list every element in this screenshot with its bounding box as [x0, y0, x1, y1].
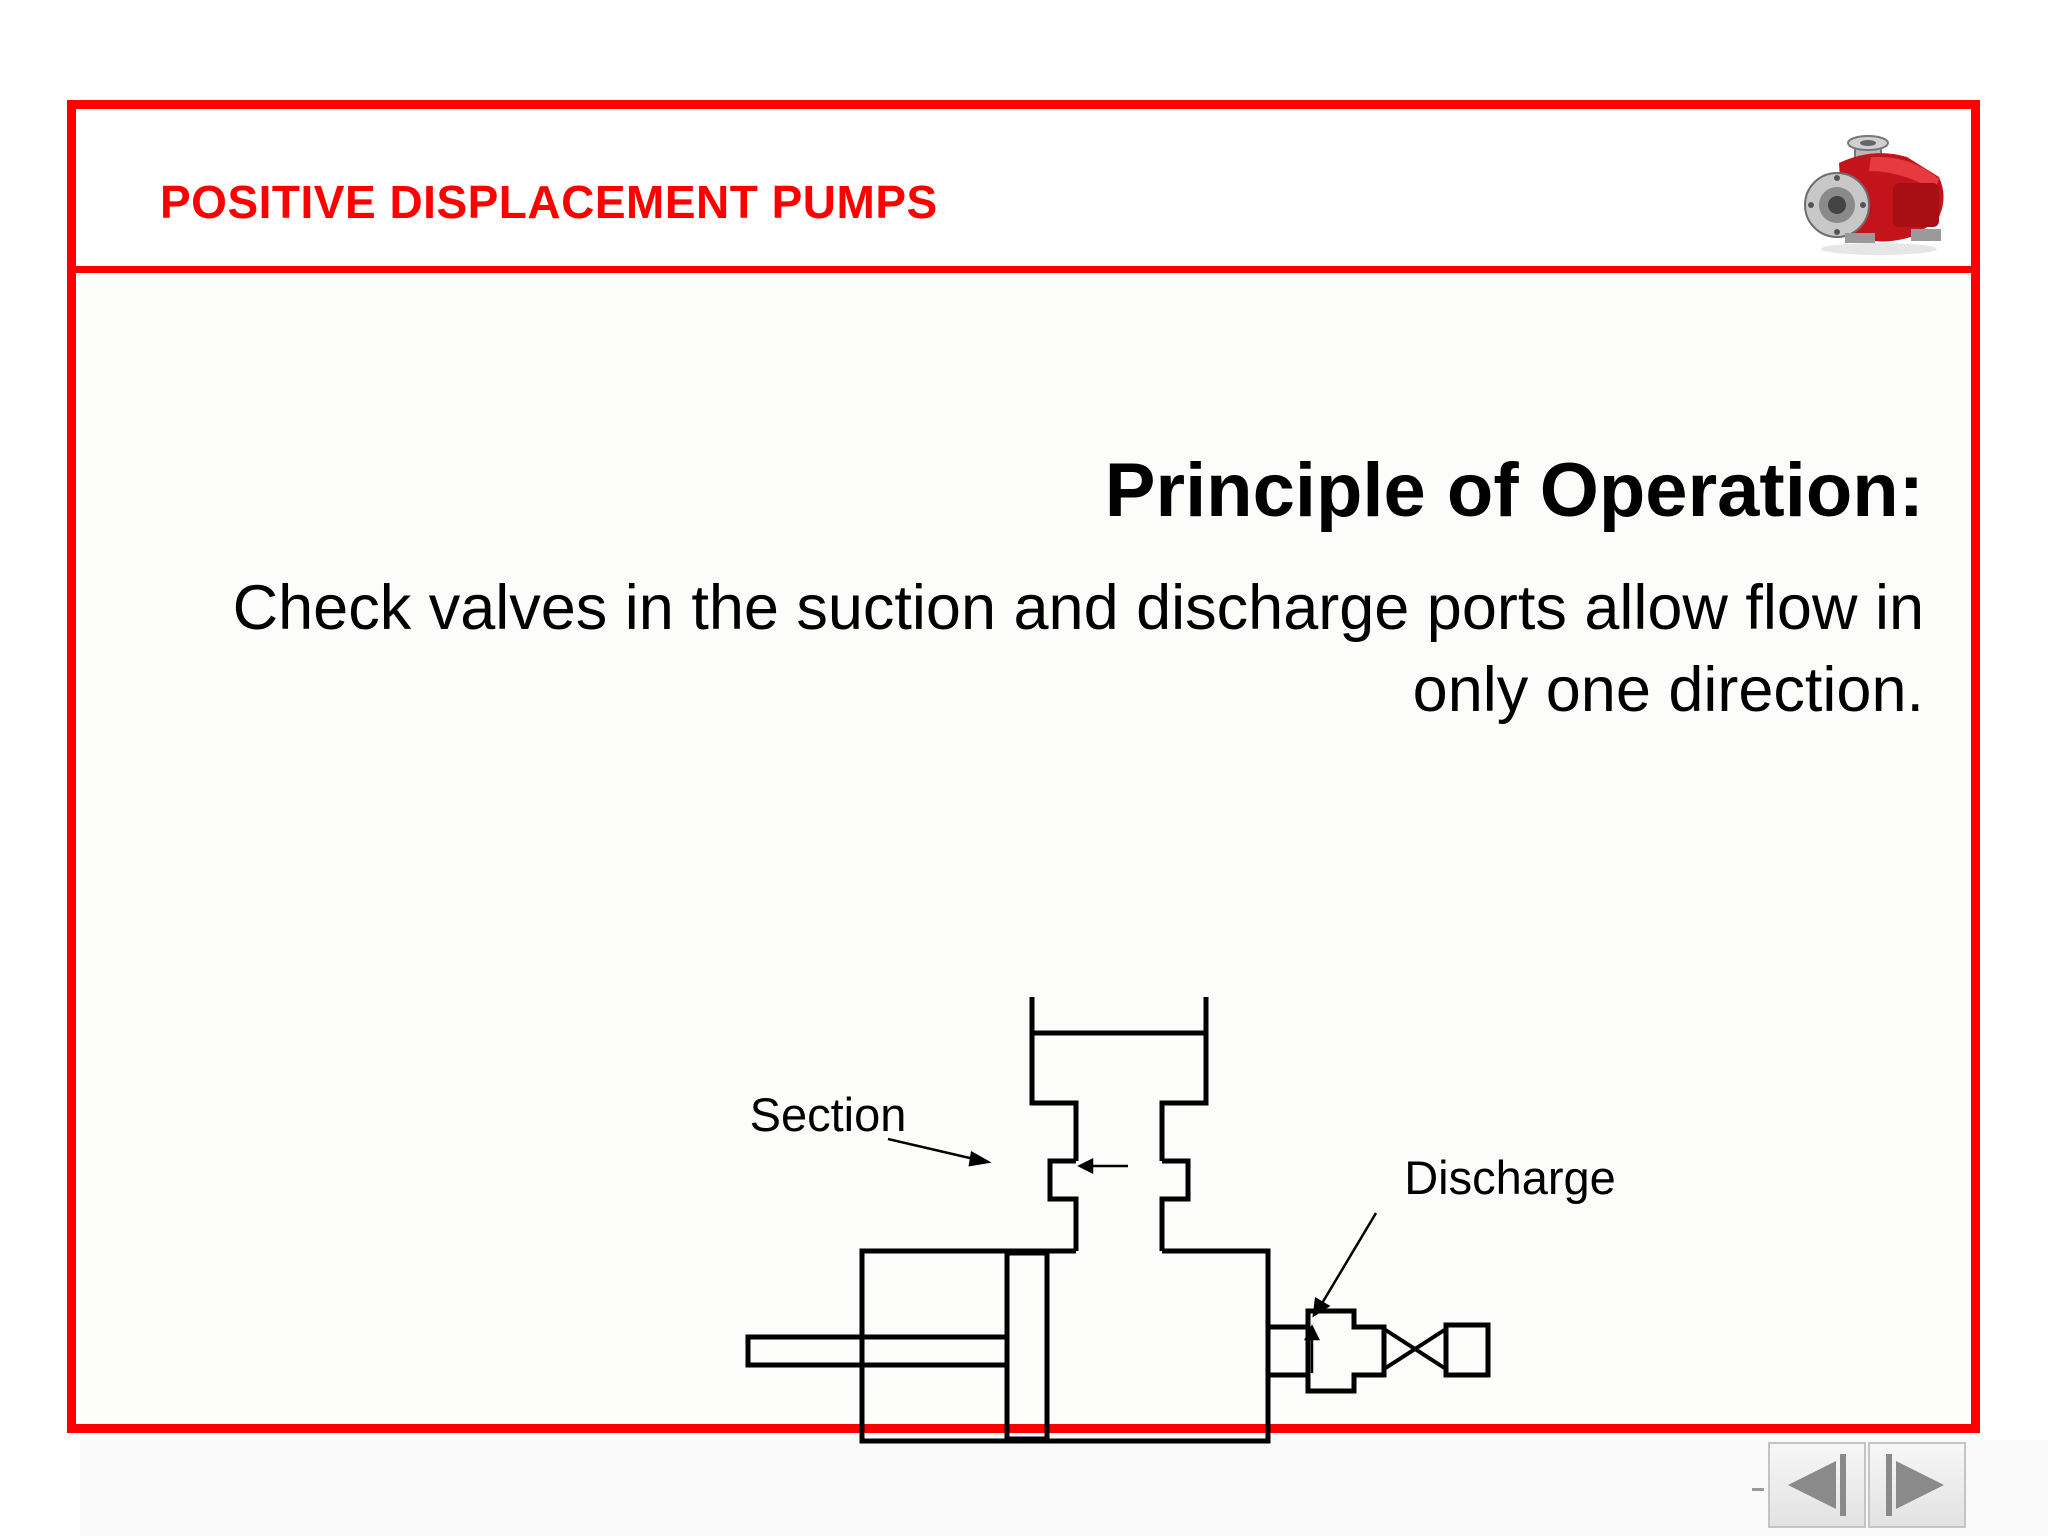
nav-divider: [1752, 1488, 1764, 1491]
piston-rod: [745, 1334, 1007, 1368]
discharge-check-valve: [1305, 1308, 1387, 1394]
cylinder: [859, 1248, 1271, 1444]
slide-body-text: Check valves in the suction and discharg…: [232, 573, 1924, 725]
discharge-port: [1268, 1324, 1308, 1378]
pump-diagram: Section Discharge: [745, 997, 1616, 1444]
gate-valve: [1382, 1325, 1448, 1373]
suction-check-valve: [1047, 1158, 1079, 1251]
discharge-flow-arrowhead: [1303, 1324, 1321, 1341]
section-arrowhead: [968, 1151, 992, 1167]
suction-valve-right: [1159, 1158, 1191, 1251]
section-leader: [887, 1137, 975, 1161]
pump-icon: [1804, 135, 1944, 255]
discharge-leader: [1319, 1212, 1378, 1306]
label-section: Section: [750, 1088, 907, 1141]
outlet-box: [1443, 1322, 1491, 1378]
footer-shade: [80, 1440, 2048, 1536]
next-slide-button[interactable]: [1868, 1442, 1966, 1528]
slide-frame: POSITIVE DISPLACEMENT PUMPS Principle of…: [67, 100, 1980, 1444]
reservoir-right-wall: [1159, 997, 1209, 1161]
slide-navigation: [1752, 1442, 1966, 1532]
section-flow-arrowhead: [1077, 1157, 1094, 1175]
label-discharge: Discharge: [1404, 1151, 1616, 1204]
piston: [1004, 1250, 1050, 1442]
slide-heading: Principle of Operation:: [1104, 448, 1924, 533]
reservoir: [1029, 997, 1079, 1161]
triangle-left-icon: [1788, 1454, 1846, 1516]
header-bar: POSITIVE DISPLACEMENT PUMPS: [76, 109, 1971, 273]
header-title: POSITIVE DISPLACEMENT PUMPS: [160, 176, 938, 228]
previous-slide-button[interactable]: [1768, 1442, 1866, 1528]
discharge-arrowhead: [1312, 1296, 1331, 1318]
triangle-right-icon: [1886, 1454, 1944, 1516]
